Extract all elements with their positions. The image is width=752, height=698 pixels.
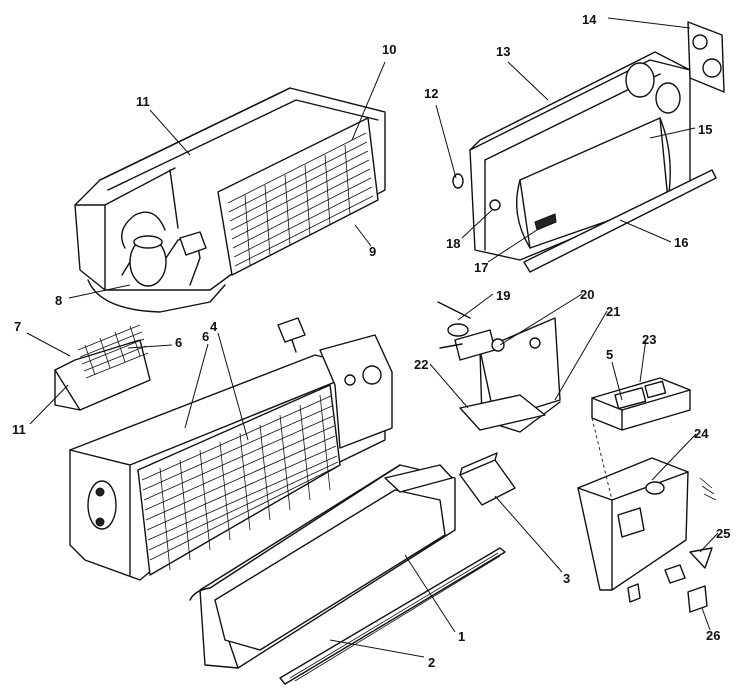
callout-1: 1 xyxy=(458,629,465,644)
callout-22: 22 xyxy=(414,357,428,372)
callout-9: 9 xyxy=(369,244,376,259)
callout-21: 21 xyxy=(606,304,620,319)
callout-labels: 1 2 3 4 5 6 6 7 8 9 10 11 11 12 13 14 15… xyxy=(12,12,730,670)
callout-13: 13 xyxy=(496,44,510,59)
callout-12: 12 xyxy=(424,86,438,101)
indoor-housing-assembly xyxy=(452,21,725,273)
callout-23: 23 xyxy=(642,332,656,347)
callout-14: 14 xyxy=(582,12,597,27)
callout-6-lower: 6 xyxy=(202,329,209,344)
outdoor-chassis-assembly xyxy=(74,87,386,313)
callout-17: 17 xyxy=(474,260,488,275)
callout-19: 19 xyxy=(496,288,510,303)
callout-18: 18 xyxy=(446,236,460,251)
callout-2: 2 xyxy=(428,655,435,670)
callout-7: 7 xyxy=(14,319,21,334)
control-bracket-assembly xyxy=(437,301,561,433)
callout-4: 4 xyxy=(210,319,218,334)
callout-11-upper: 11 xyxy=(136,94,150,109)
callout-10: 10 xyxy=(382,42,396,57)
small-parts xyxy=(687,547,713,613)
callout-6-upper: 6 xyxy=(175,335,182,350)
callout-26: 26 xyxy=(706,628,720,643)
front-cover-assembly xyxy=(189,464,506,685)
filter-part xyxy=(459,452,516,506)
callout-3: 3 xyxy=(563,571,570,586)
callout-16: 16 xyxy=(674,235,688,250)
callout-24: 24 xyxy=(694,426,709,441)
callout-11-lower: 11 xyxy=(12,422,26,437)
callout-20: 20 xyxy=(580,287,594,302)
callout-8: 8 xyxy=(55,293,62,308)
callout-15: 15 xyxy=(698,122,712,137)
leader-lines xyxy=(26,17,719,658)
callout-5: 5 xyxy=(606,347,613,362)
callout-25: 25 xyxy=(716,526,730,541)
main-chassis-assembly xyxy=(69,317,393,581)
heater-bracket-assembly xyxy=(54,324,151,411)
control-box-assembly xyxy=(577,377,717,603)
